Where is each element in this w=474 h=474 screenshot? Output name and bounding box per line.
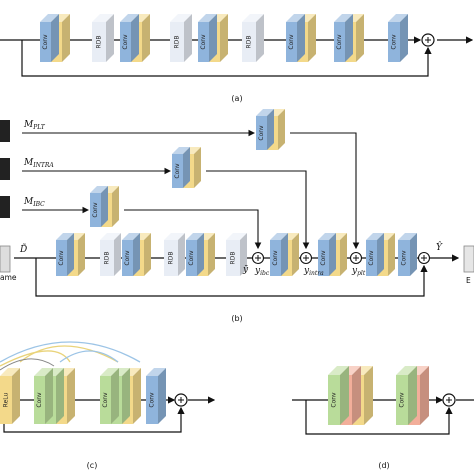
- a-block-5-conv: Conv: [334, 14, 353, 62]
- skip-arc-1: [0, 341, 141, 363]
- skip-arc-5: [0, 358, 55, 371]
- b-block-3-conv: Conv: [186, 233, 204, 276]
- b-mask-ibc-block-conv: Conv: [90, 186, 108, 227]
- b-block-6-conv: Conv: [366, 233, 384, 276]
- b-block-7: Conv: [398, 233, 417, 276]
- b-mask-intra-block-conv-label: Conv: [174, 163, 181, 179]
- a-block-5-conv-label: Conv: [336, 34, 343, 50]
- a-rdb-2: RDB: [170, 14, 192, 62]
- b-rdb-3: RDB: [226, 233, 247, 276]
- label-m-plt: MPLT: [23, 120, 46, 131]
- a-rdb-1-label: RDB: [96, 36, 103, 49]
- b-block-1-conv-label: Conv: [58, 250, 65, 266]
- d-block-2-conv-label: Conv: [399, 392, 406, 408]
- a-block-2-conv: Conv: [120, 14, 139, 62]
- b-block-4-conv-label: Conv: [272, 250, 279, 266]
- c-block-2-conv-1: Conv: [100, 368, 119, 424]
- label-y-bar: ȳ: [242, 265, 249, 275]
- a-rdb-2-label: RDB: [174, 36, 181, 49]
- panel-d: ReLuBNConvBNConv (d): [292, 366, 474, 470]
- label-d-tilde: D̃: [19, 243, 27, 255]
- c-block-2-conv-1-label: Conv: [102, 392, 109, 408]
- a-block-4-conv: Conv: [286, 14, 305, 62]
- b-rdb-2-label: RDB: [168, 252, 175, 265]
- a-block-2-conv-label: Conv: [122, 34, 129, 50]
- b-mask-plt-block-conv-label: Conv: [258, 125, 265, 141]
- sum-node-intra: [299, 251, 313, 265]
- b-block-1-conv: Conv: [56, 233, 74, 276]
- c-block-3-conv-label: Conv: [149, 392, 156, 408]
- label-y-plt: yplt: [351, 266, 366, 277]
- b-mask-plt-block-conv: Conv: [256, 109, 274, 150]
- sum-node-ibc: [251, 251, 265, 265]
- b-block-2-conv: Conv: [122, 233, 140, 276]
- input-image-intra: [0, 158, 10, 180]
- label-y-hat: Ŷ: [436, 241, 443, 253]
- b-rdb-1-label: RDB: [104, 252, 111, 265]
- b-mask-ibc-block-conv-label: Conv: [92, 202, 99, 218]
- sum-node-out: [417, 251, 431, 265]
- a-block-1-conv: Conv: [40, 14, 59, 62]
- b-block-4-conv: Conv: [270, 233, 288, 276]
- a-rdb-3: RDB: [242, 14, 264, 62]
- b-block-5-conv: Conv: [318, 233, 336, 276]
- label-y-ibc: yibc: [254, 266, 270, 277]
- b-mask-intra-block-conv: Conv: [172, 147, 190, 188]
- a-block-6: Conv: [388, 14, 408, 62]
- b-block-5-conv-label: Conv: [320, 250, 327, 266]
- caption-a: (a): [231, 94, 242, 103]
- output-image: [463, 245, 474, 273]
- sum-node-plt: [349, 251, 363, 265]
- panel-c: ReLuReLuConvConvReLuConvConvConv (c): [0, 341, 216, 470]
- b-block-2-conv-label: Conv: [124, 250, 131, 266]
- label-m-intra: MINTRA: [23, 158, 54, 169]
- panel-a: ReLuConvRDBReLuConvRDBReLuConvRDBReLuCon…: [0, 14, 474, 103]
- caption-b: (b): [231, 314, 242, 323]
- skip-arc-4: [59, 350, 119, 363]
- skip-arc-3: [19, 345, 119, 363]
- caption-d: (d): [378, 461, 389, 470]
- right-cut-label: E: [466, 276, 471, 285]
- a-block-3-conv-label: Conv: [200, 34, 207, 50]
- a-rdb-1: RDB: [92, 14, 114, 62]
- left-cut-label: ame: [0, 273, 17, 282]
- a-rdb-3-label: RDB: [246, 36, 253, 49]
- b-block-7-label: Conv: [401, 250, 408, 266]
- a-block-1-conv-label: Conv: [42, 34, 49, 50]
- b-rdb-1: RDB: [100, 233, 121, 276]
- c-block-0-relu-label: ReLu: [3, 392, 10, 407]
- c-block-1-conv-1-label: Conv: [36, 392, 43, 408]
- label-y-intra: yintra: [303, 266, 324, 277]
- d-block-2-conv: Conv: [396, 366, 417, 425]
- input-image-plt: [0, 120, 10, 142]
- a-block-6-label: Conv: [391, 34, 398, 50]
- c-block-3-conv: Conv: [146, 368, 166, 424]
- a-block-3-conv: Conv: [198, 14, 217, 62]
- b-rdb-2: RDB: [164, 233, 185, 276]
- b-rdb-3-label: RDB: [230, 252, 237, 265]
- label-m-ibc: MIBC: [23, 197, 45, 208]
- d-block-1-conv-label: Conv: [331, 392, 338, 408]
- b-block-3-conv-label: Conv: [188, 250, 195, 266]
- input-image-ibc: [0, 196, 10, 218]
- c-block-1-conv-1: Conv: [34, 368, 53, 424]
- a-block-4-conv-label: Conv: [288, 34, 295, 50]
- input-image-d: [0, 245, 11, 273]
- b-block-6-conv-label: Conv: [368, 250, 375, 266]
- d-block-1-conv: Conv: [328, 366, 349, 425]
- panel-b: ame E MPLT MINTRA MIBC ReLuConvReLuConvR…: [0, 109, 474, 323]
- caption-c: (c): [87, 461, 98, 470]
- c-block-0-relu: ReLu: [0, 368, 20, 424]
